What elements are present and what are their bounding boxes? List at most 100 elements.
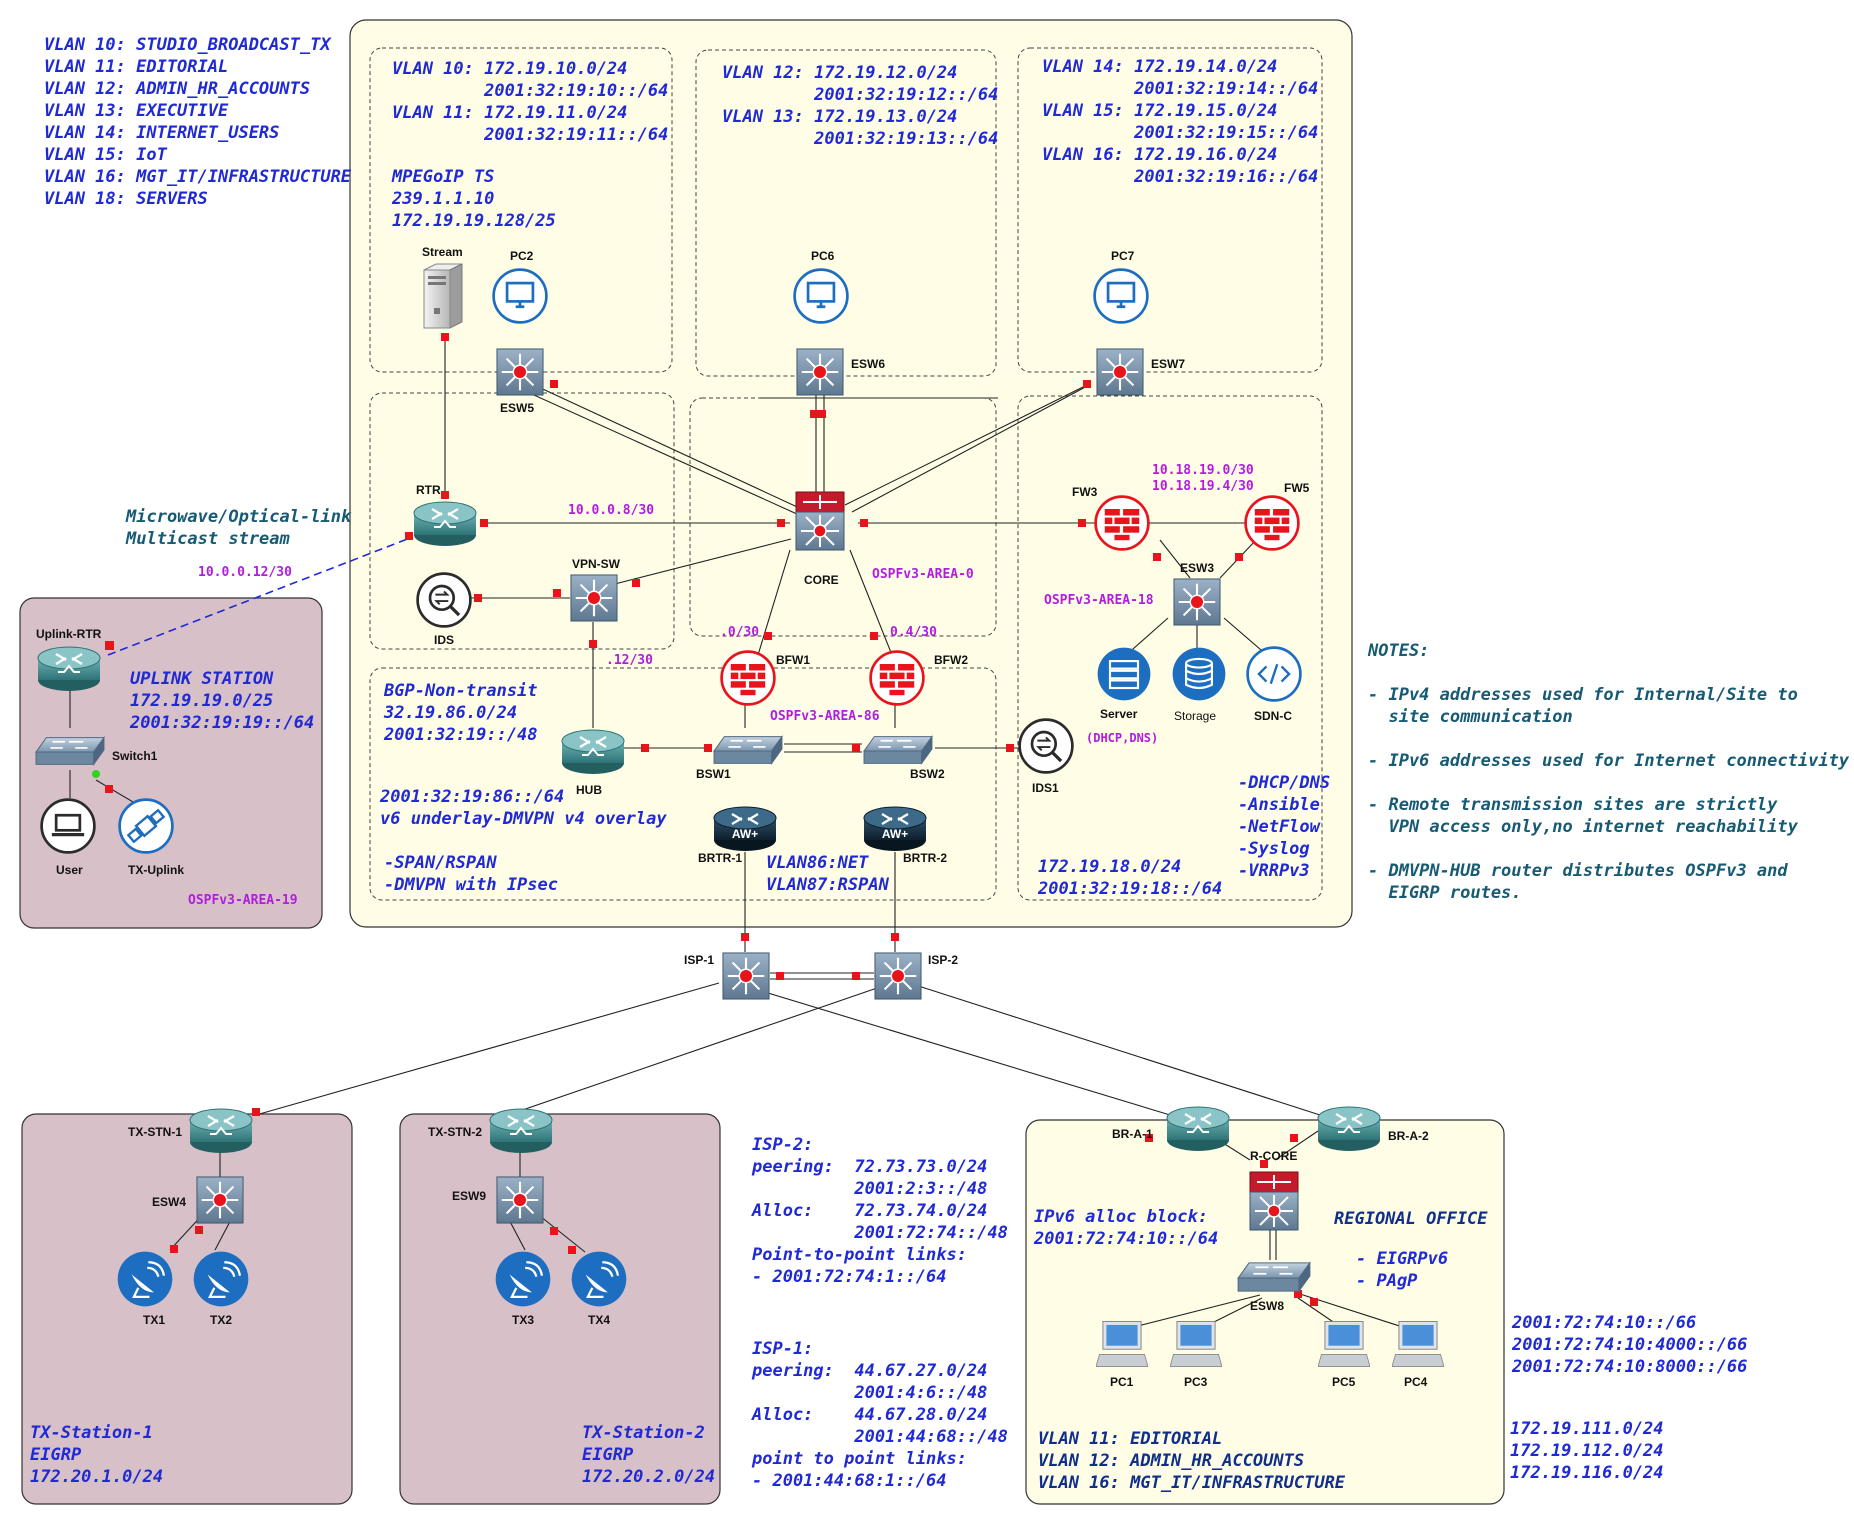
- label-ids: IDS: [434, 633, 454, 647]
- label-pc2: PC2: [510, 249, 534, 263]
- tx2-satellite-icon[interactable]: [192, 1250, 250, 1308]
- server-icon[interactable]: [1096, 646, 1152, 702]
- isp1-line: peering: 44.67.27.0/24: [751, 1361, 987, 1381]
- fw3-firewall-icon[interactable]: [1094, 495, 1150, 551]
- label-core: CORE: [804, 573, 839, 587]
- tx1-line: 172.20.1.0/24: [30, 1467, 163, 1487]
- br-a-2-router-icon[interactable]: [1316, 1105, 1382, 1153]
- label-tx1: TX1: [143, 1313, 165, 1327]
- dmvpn-line: v6 underlay-DMVPN v4 overlay: [380, 809, 667, 829]
- regional-vlan: VLAN 11: EDITORIAL: [1038, 1429, 1222, 1449]
- brtr1-router-icon[interactable]: [712, 805, 778, 853]
- regional-vlan: VLAN 12: ADMIN_HR_ACCOUNTS: [1038, 1451, 1304, 1471]
- uplink-rtr-icon[interactable]: [36, 645, 102, 693]
- storage-icon[interactable]: [1171, 646, 1227, 702]
- bgp-line: BGP-Non-transit: [383, 681, 538, 701]
- label-storage: Storage: [1174, 709, 1216, 723]
- label-tx-stn-1: TX-STN-1: [128, 1125, 182, 1139]
- tx1-line: TX-Station-1: [30, 1423, 153, 1443]
- regional-alloc: 2001:72:74:10::/64: [1033, 1229, 1218, 1249]
- ids-icon[interactable]: [416, 572, 472, 628]
- isp1-switch-icon[interactable]: [722, 952, 770, 1000]
- regional-vlan: VLAN 16: MGT_IT/INFRASTRUCTURE: [1038, 1473, 1346, 1493]
- notes: NOTES: - IPv4 addresses used for Interna…: [1367, 641, 1850, 903]
- area-label: OSPFv3-AREA-0: [872, 567, 974, 582]
- zone-line: VLAN 15: 172.19.15.0/24: [1042, 101, 1277, 121]
- microwave-line: Microwave/Optical-link: [125, 507, 352, 527]
- sdn-c-icon[interactable]: [1246, 646, 1302, 702]
- tx-stn-2-router-icon[interactable]: [488, 1107, 554, 1155]
- label-br-a-1: BR-A-1: [1112, 1127, 1153, 1141]
- tx-uplink-icon[interactable]: [118, 798, 174, 854]
- port-markers: [92, 333, 1318, 1306]
- user-laptop-icon[interactable]: [40, 798, 96, 854]
- label-r-core: R-CORE: [1250, 1149, 1297, 1163]
- microwave-link: [107, 537, 411, 656]
- note-line: - IPv4 addresses used for Internal/Site …: [1368, 685, 1798, 705]
- isp2-switch-icon[interactable]: [874, 952, 922, 1000]
- stream-server-icon[interactable]: [423, 263, 463, 329]
- bgp-line: 2001:32:19::/48: [383, 725, 538, 745]
- pc1-desktop-icon[interactable]: [1096, 1321, 1148, 1367]
- tx-station-texts: TX-Station-1 EIGRP 172.20.1.0/24 TX-Stat…: [30, 1423, 715, 1487]
- label-uplink-rtr: Uplink-RTR: [36, 627, 102, 641]
- label-esw4: ESW4: [152, 1195, 186, 1209]
- zone-line: VLAN 13: 172.19.13.0/24: [722, 107, 957, 127]
- label-tx2: TX2: [210, 1313, 232, 1327]
- esw5-icon[interactable]: [496, 348, 544, 396]
- mpeg-line: 239.1.1.10: [391, 189, 494, 209]
- label-esw9: ESW9: [452, 1189, 486, 1203]
- regional-protocol: - EIGRPv6: [1356, 1249, 1448, 1269]
- isp2-line: 2001:72:74::/48: [752, 1223, 1008, 1243]
- pc5-desktop-icon[interactable]: [1318, 1321, 1370, 1367]
- esw3-icon[interactable]: [1173, 578, 1221, 626]
- br-a-1-router-icon[interactable]: [1165, 1105, 1231, 1153]
- label-fw5: FW5: [1284, 481, 1310, 495]
- switch1-icon[interactable]: [35, 736, 105, 766]
- tx1-satellite-icon[interactable]: [116, 1250, 174, 1308]
- label-brtr2: BRTR-2: [903, 851, 947, 865]
- label-isp1: ISP-1: [684, 953, 714, 967]
- r-core-switch-icon[interactable]: [1249, 1170, 1299, 1232]
- legend-vlan: VLAN 12: ADMIN_HR_ACCOUNTS: [44, 79, 310, 99]
- legend-vlan: VLAN 10: STUDIO_BROADCAST_TX: [44, 35, 332, 55]
- label-user: User: [56, 863, 83, 877]
- esw8-switch-icon[interactable]: [1237, 1261, 1311, 1293]
- bsw2-switch-icon[interactable]: [863, 735, 933, 765]
- esw9-icon[interactable]: [496, 1176, 544, 1224]
- bfw2-firewall-icon[interactable]: [869, 650, 925, 706]
- tx2-line: EIGRP: [582, 1445, 634, 1465]
- microwave-line: Multicast stream: [125, 529, 291, 549]
- zone-line: 2001:32:19:15::/64: [1042, 123, 1318, 143]
- ids1-icon[interactable]: [1018, 718, 1074, 774]
- tx-stn-1-router-icon[interactable]: [188, 1107, 254, 1155]
- pc6-icon[interactable]: [793, 268, 849, 324]
- zone-line: VLAN 11: 172.19.11.0/24: [392, 103, 627, 123]
- hub-router-icon[interactable]: [560, 728, 626, 776]
- servers-net-line: 172.19.18.0/24: [1038, 857, 1181, 877]
- label-isp2: ISP-2: [928, 953, 958, 967]
- bsw1-switch-icon[interactable]: [713, 735, 783, 765]
- isp2-line: peering: 72.73.73.0/24: [751, 1157, 987, 1177]
- brtr2-router-icon[interactable]: [862, 805, 928, 853]
- pc7-icon[interactable]: [1093, 268, 1149, 324]
- pc4-desktop-icon[interactable]: [1392, 1321, 1444, 1367]
- esw7-icon[interactable]: [1096, 348, 1144, 396]
- fw5-firewall-icon[interactable]: [1244, 495, 1300, 551]
- pc2-icon[interactable]: [492, 268, 548, 324]
- rtr-router-icon[interactable]: [412, 500, 478, 548]
- label-bfw1: BFW1: [776, 653, 810, 667]
- esw4-icon[interactable]: [196, 1176, 244, 1224]
- subnet-label: 10.18.19.0/30: [1152, 463, 1254, 478]
- subnet-labels: 10.0.0.8/30 10.0.0.12/30 10.18.19.0/30 1…: [188, 463, 1254, 908]
- tx3-satellite-icon[interactable]: [494, 1250, 552, 1308]
- vpn-sw-icon[interactable]: [570, 574, 618, 622]
- label-server: Server: [1100, 707, 1138, 721]
- tx4-satellite-icon[interactable]: [570, 1250, 628, 1308]
- esw6-icon[interactable]: [796, 348, 844, 396]
- isp1-line: point to point links:: [751, 1449, 967, 1469]
- core-switch-icon[interactable]: [795, 490, 845, 552]
- pc3-desktop-icon[interactable]: [1170, 1321, 1222, 1367]
- bfw1-firewall-icon[interactable]: [720, 650, 776, 706]
- services-line: -NetFlow: [1238, 817, 1321, 837]
